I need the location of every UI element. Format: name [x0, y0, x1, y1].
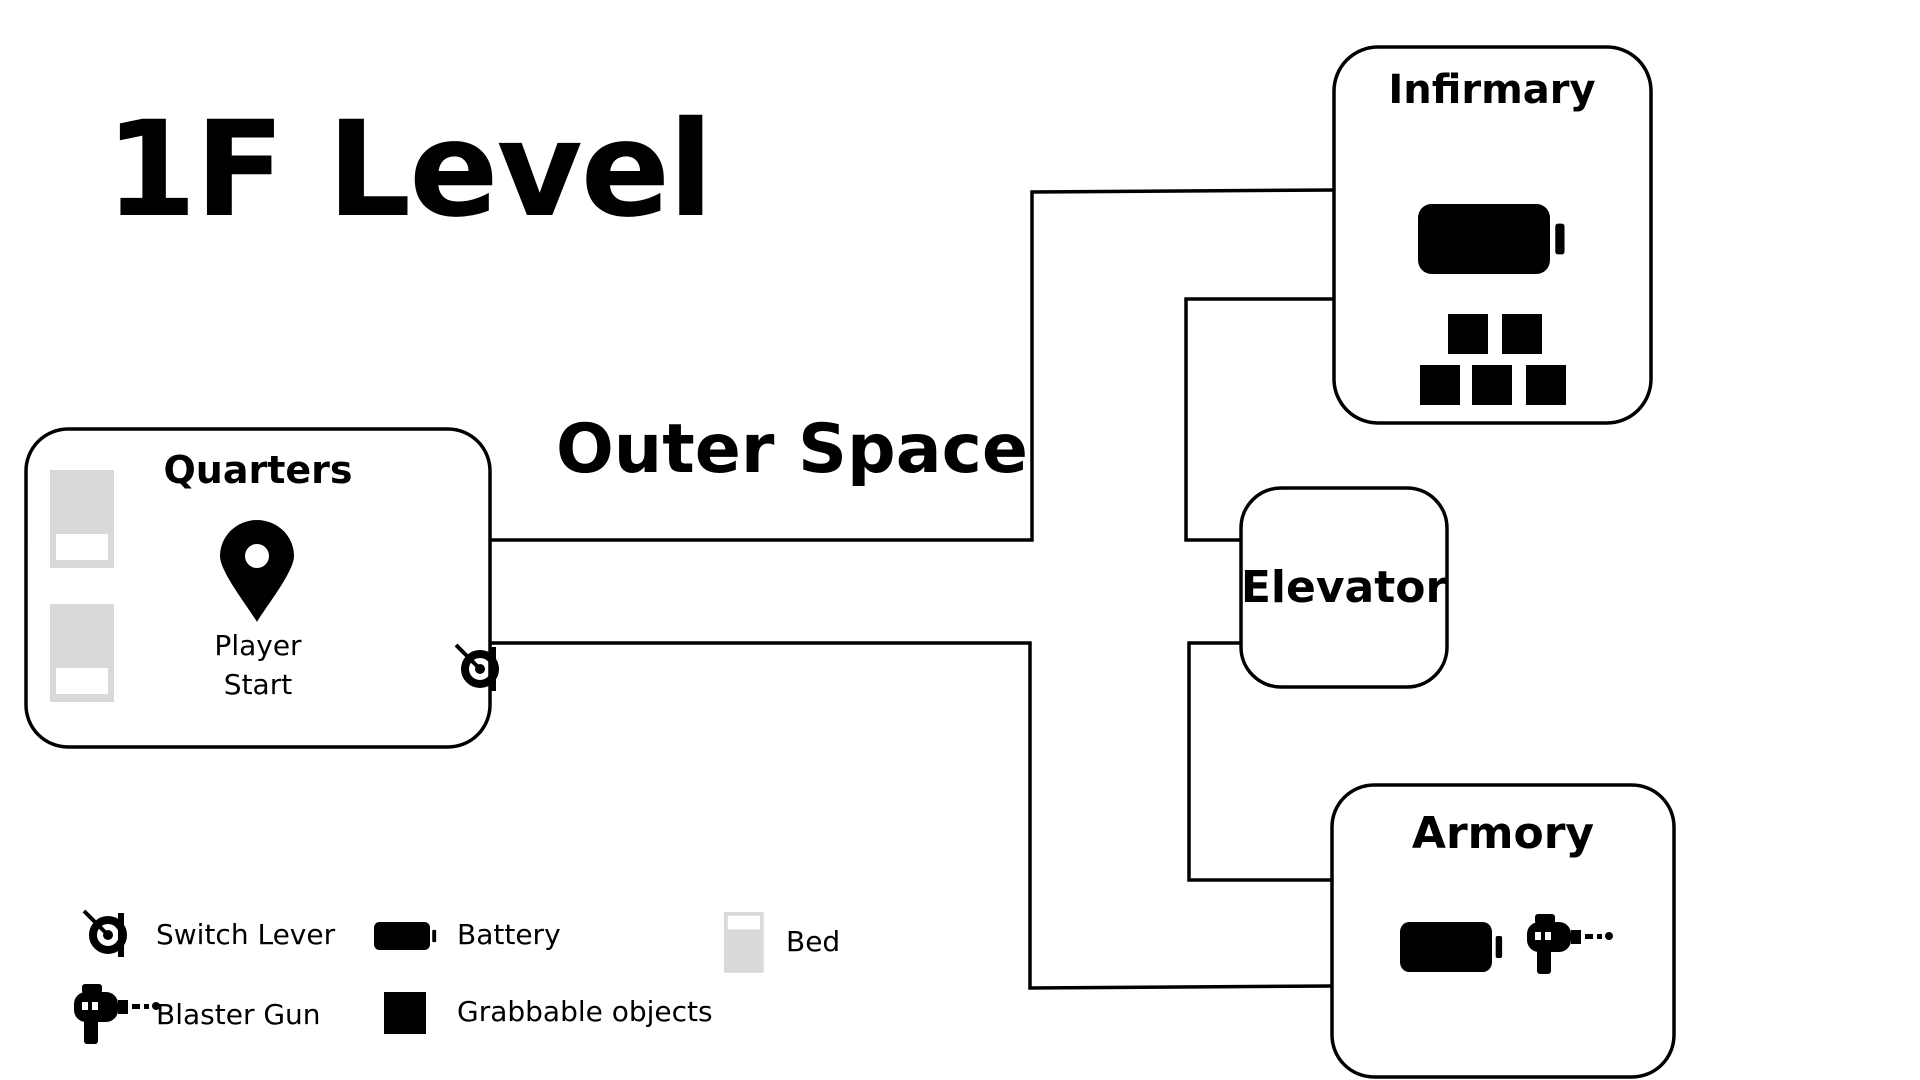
grabbable-object-icon — [1448, 314, 1488, 354]
battery-icon — [1400, 922, 1503, 972]
grabbable-objects-stack — [1420, 314, 1566, 405]
page-title: 1F Level — [105, 93, 713, 247]
grabbable-object-icon — [1526, 365, 1566, 405]
corridors — [490, 188, 1335, 990]
legend-switch-lever-icon — [84, 911, 124, 957]
legend-blaster-gun-label: Blaster Gun — [156, 998, 321, 1031]
outer-space-label: Outer Space — [556, 410, 1029, 489]
legend-grabbable-icon — [384, 992, 426, 1034]
legend-battery-label: Battery — [457, 918, 561, 951]
armory-room — [1330, 783, 1676, 1079]
grabbable-object-icon — [1472, 365, 1512, 405]
armory-title: Armory — [1411, 808, 1595, 859]
elevator-title: Elevator — [1240, 562, 1448, 613]
legend-switch-lever-label: Switch Lever — [156, 918, 336, 951]
bed-icon — [50, 604, 114, 702]
legend-bed-icon — [724, 912, 764, 973]
corridor-upper — [490, 188, 1335, 542]
battery-icon — [1418, 204, 1565, 274]
corridor-elevator-armory — [1187, 641, 1332, 882]
corridor-infirmary-elevator — [1184, 297, 1334, 542]
legend-bed-label: Bed — [786, 925, 841, 958]
infirmary-title: Infirmary — [1388, 67, 1596, 113]
corridor-lower — [490, 641, 1333, 990]
legend-battery-icon — [374, 922, 437, 950]
legend-grabbable-label: Grabbable objects — [457, 995, 713, 1028]
map-pin-icon — [220, 520, 294, 622]
legend-blaster-gun-icon — [74, 984, 160, 1044]
grabbable-object-icon — [1502, 314, 1542, 354]
quarters-title: Quarters — [163, 448, 353, 492]
player-start-label-line1: Player — [214, 629, 302, 662]
grabbable-object-icon — [1420, 365, 1460, 405]
player-start-label-line2: Start — [223, 668, 293, 701]
elevator-room — [1239, 486, 1449, 689]
bed-icon — [50, 470, 114, 568]
